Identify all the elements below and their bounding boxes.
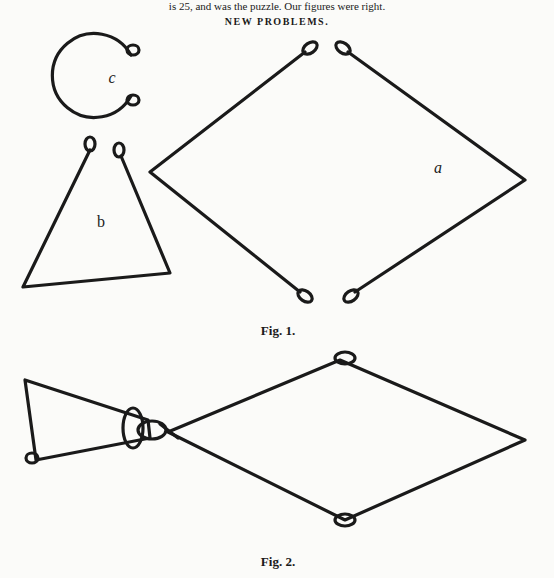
wire-diamond-half	[348, 52, 525, 292]
wire-loop	[85, 137, 95, 151]
wire-triangle	[25, 380, 150, 460]
wire-loop	[127, 95, 139, 105]
wire-loop	[335, 514, 355, 526]
part-letter: b	[97, 214, 105, 230]
heading: NEW PROBLEMS.	[225, 17, 329, 27]
wire-diamond	[168, 360, 525, 520]
wire-loop	[342, 287, 361, 304]
wire-loop	[26, 453, 38, 463]
wire-diamond-half	[150, 52, 305, 292]
wire-ring	[52, 34, 131, 118]
wire-triangle	[23, 150, 170, 287]
part-letter: c	[108, 70, 115, 86]
figure-label: Fig. 2.	[261, 555, 295, 568]
wire-loop	[114, 143, 124, 157]
caption-fragment: is 25, and was the puzzle. Our figures w…	[169, 1, 385, 12]
wire-link	[160, 424, 178, 438]
wire-loop	[296, 287, 315, 304]
wire-loop	[301, 39, 320, 56]
wire-loop	[335, 352, 355, 364]
part-letter: a	[434, 160, 442, 176]
wire-loop	[334, 39, 353, 56]
figure-label: Fig. 1.	[261, 324, 295, 337]
wire-loop	[127, 45, 139, 55]
